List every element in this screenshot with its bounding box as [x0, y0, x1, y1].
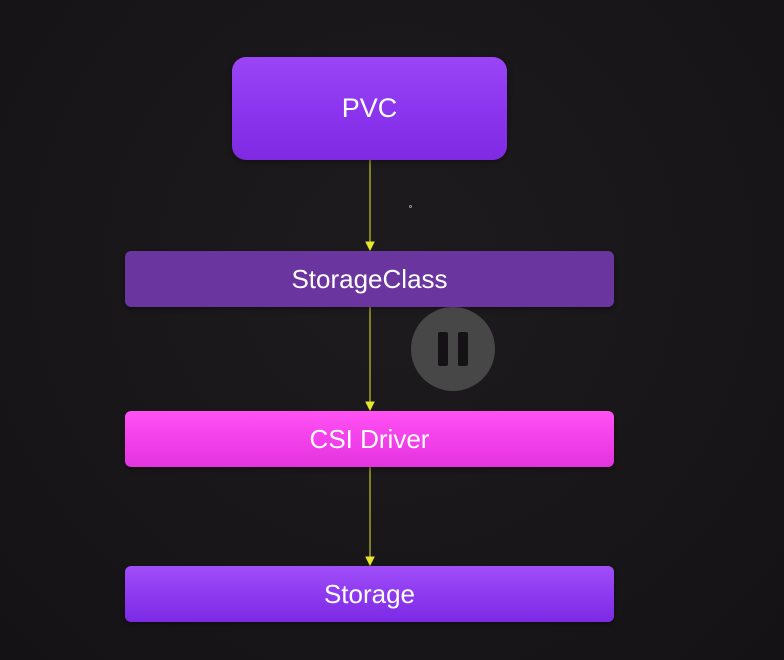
node-storage-label: Storage [323, 579, 416, 609]
node-pvc: PVC [232, 57, 507, 160]
pause-icon [438, 332, 468, 366]
node-storage: Storage [125, 566, 614, 622]
node-pvc-label: PVC [341, 93, 398, 123]
node-csi-driver-label: CSI Driver [309, 424, 430, 454]
node-storageclass-label: StorageClass [291, 264, 448, 294]
node-storageclass: StorageClass [125, 251, 614, 307]
pause-icon-bar-left [438, 332, 448, 366]
arrowhead-storageclass [365, 241, 375, 252]
pause-button[interactable] [411, 307, 495, 391]
pause-icon-bar-right [458, 332, 468, 366]
cursor-dot [409, 205, 412, 208]
arrowhead-csi [365, 401, 375, 412]
arrowhead-storage [365, 556, 375, 567]
node-csi-driver: CSI Driver [125, 411, 614, 467]
